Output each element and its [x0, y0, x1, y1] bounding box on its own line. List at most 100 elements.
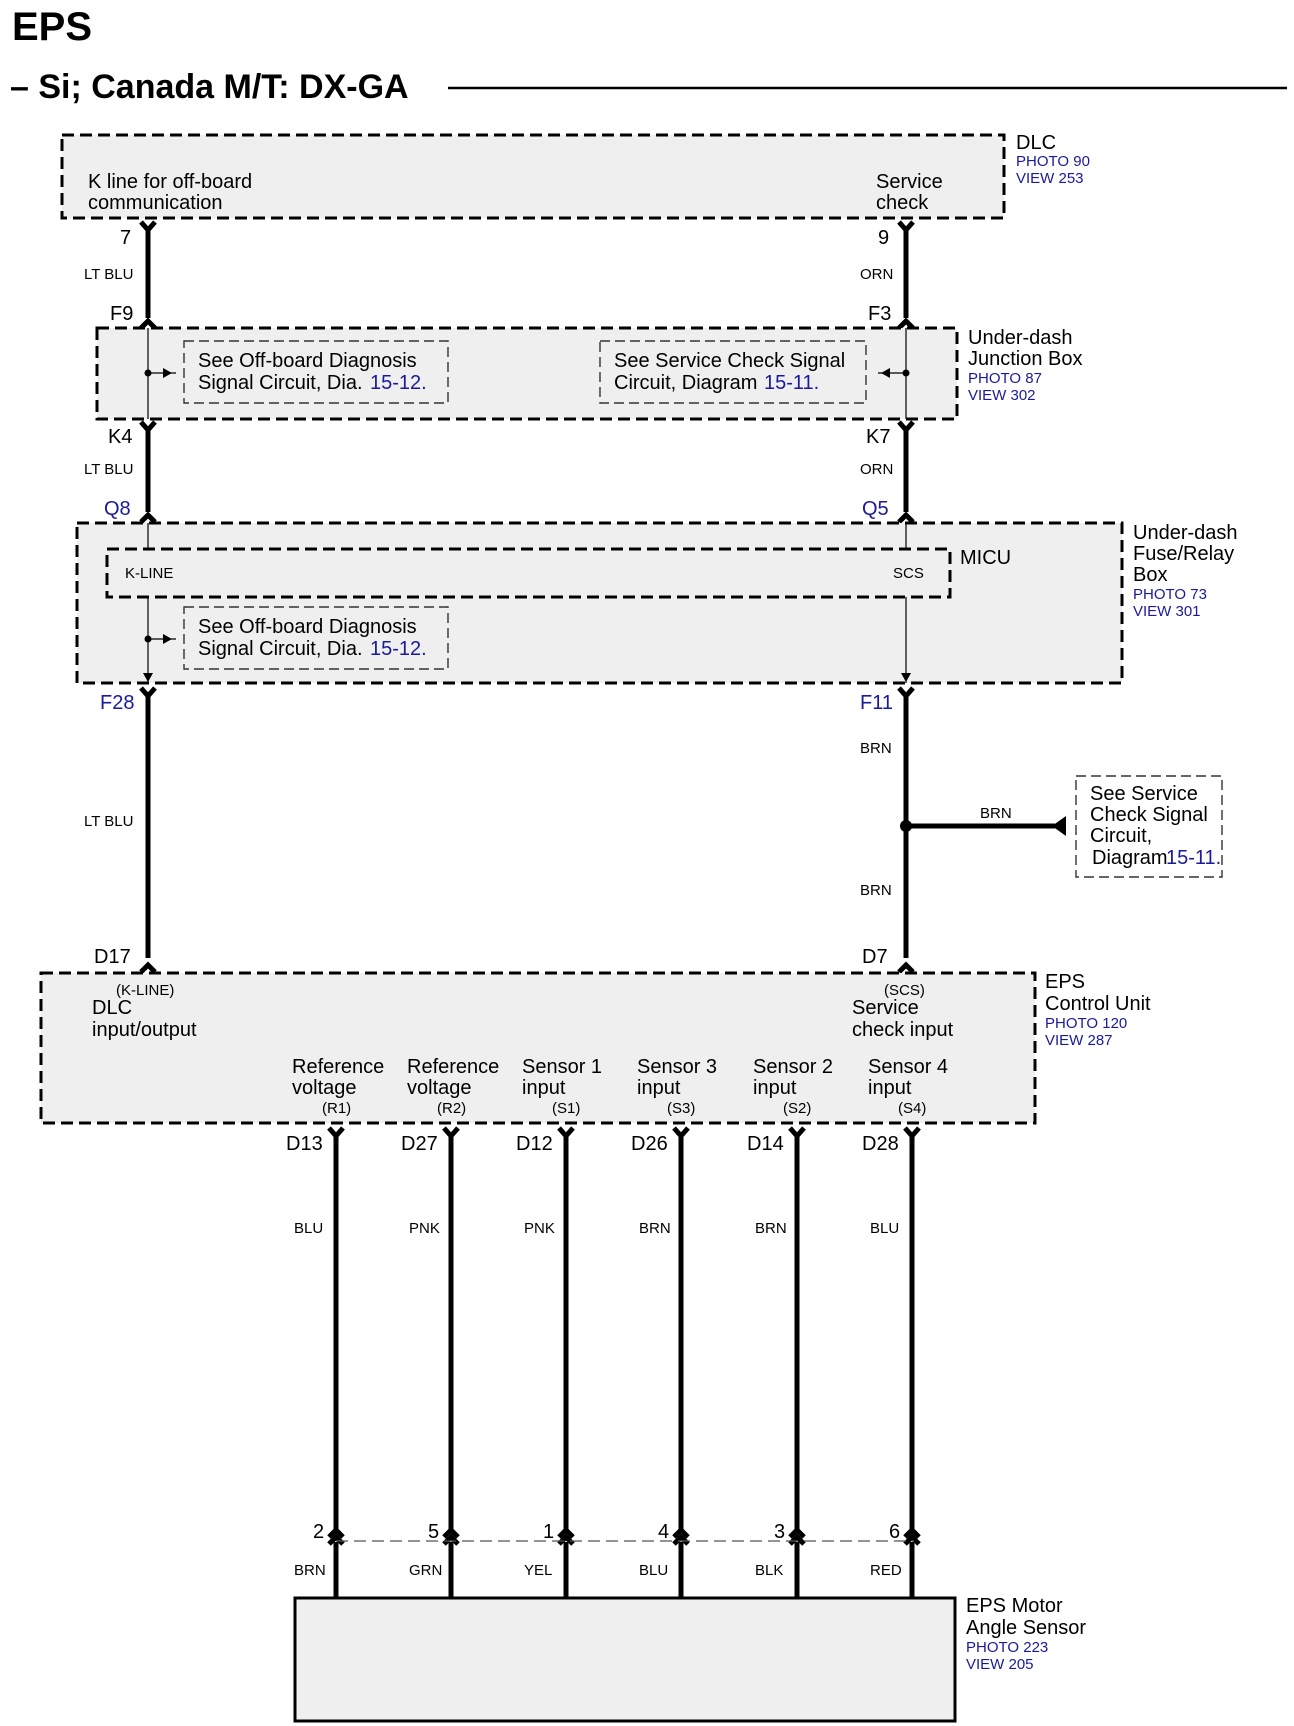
wire-color-label: PNK	[409, 1220, 440, 1237]
junction-arrow-right	[881, 368, 890, 378]
terminal-label: Sensor 1	[522, 1056, 602, 1078]
motor-pin: 6	[889, 1521, 900, 1543]
terminal-tag: (R1)	[322, 1100, 351, 1117]
wire-label-brn-2: BRN	[860, 882, 892, 899]
motor-view-ref[interactable]: VIEW 205	[966, 1656, 1034, 1673]
motor-name-2: Angle Sensor	[966, 1617, 1086, 1639]
ecu-name: EPS	[1045, 971, 1085, 993]
motor-wire-color-label: YEL	[524, 1562, 552, 1579]
dlc-service-label: Service	[876, 171, 943, 193]
fuse-tap-arrow	[163, 634, 172, 644]
junction-pin-f3: F3	[868, 303, 891, 325]
fuse-name: Under-dash	[1133, 522, 1238, 544]
wire-color-label: BRN	[639, 1220, 671, 1237]
ecu-pin: D13	[286, 1133, 323, 1155]
wire-color-label: BLU	[294, 1220, 323, 1237]
micu-name: MICU	[960, 547, 1011, 569]
junction-photo-ref[interactable]: PHOTO 87	[968, 370, 1042, 387]
junction-view-ref[interactable]: VIEW 302	[968, 387, 1036, 404]
motor-pin-connector-bottom	[557, 1533, 575, 1546]
motor-pin-connector-top	[788, 1526, 806, 1539]
junction-note-left-2: Signal Circuit, Dia.	[198, 372, 363, 394]
junction-pin-k7: K7	[866, 426, 890, 448]
motor-pin-connector-bottom	[327, 1533, 345, 1546]
dlc-pin-7: 7	[120, 227, 131, 249]
fuse-pin-f11: F11	[860, 692, 893, 714]
motor-pin-connector-top	[672, 1526, 690, 1539]
junction-box	[95, 326, 959, 421]
terminal-label-2: input	[637, 1077, 681, 1099]
micu-scs-label: SCS	[893, 565, 924, 582]
ecu-pin: D14	[747, 1133, 784, 1155]
ecu-view-ref[interactable]: VIEW 287	[1045, 1032, 1113, 1049]
dlc-view-ref[interactable]: VIEW 253	[1016, 170, 1084, 187]
fuse-photo-ref[interactable]: PHOTO 73	[1133, 586, 1207, 603]
ecu-service-label-2: check input	[852, 1019, 954, 1041]
junction-note-left-ref[interactable]: 15-12.	[370, 372, 427, 394]
wire-label-orn-2: ORN	[860, 461, 893, 478]
wire-color-label: BLU	[870, 1220, 899, 1237]
fuse-note-ref[interactable]: 15-12.	[370, 638, 427, 660]
terminal-tag: (R2)	[437, 1100, 466, 1117]
terminal-tag: (S2)	[783, 1100, 811, 1117]
side-note-2: Check Signal	[1090, 804, 1208, 826]
terminal-label-2: input	[522, 1077, 566, 1099]
terminal-label: Reference	[407, 1056, 499, 1078]
junction-name-2: Junction Box	[968, 348, 1083, 370]
fuse-pin-q8: Q8	[104, 498, 131, 520]
connector-d17	[139, 961, 157, 974]
terminal-tag: (S4)	[898, 1100, 926, 1117]
wire-label-lt-blu-1: LT BLU	[84, 266, 133, 283]
fuse-name-2: Fuse/Relay	[1133, 543, 1234, 565]
side-note-4: Diagram	[1092, 847, 1168, 869]
wire-label-orn-1: ORN	[860, 266, 893, 283]
junction-note-right-ref[interactable]: 15-11.	[764, 372, 819, 394]
motor-pin-connector-bottom	[788, 1533, 806, 1546]
terminal-label-2: voltage	[292, 1077, 357, 1099]
wire-label-lt-blu-3: LT BLU	[84, 813, 133, 830]
motor-wire-color-label: BLK	[755, 1562, 783, 1579]
fuse-pin-q5: Q5	[862, 498, 889, 520]
micu-box	[105, 547, 952, 599]
terminal-label: Sensor 3	[637, 1056, 717, 1078]
wire-label-lt-blu-2: LT BLU	[84, 461, 133, 478]
motor-wire-color-label: BRN	[294, 1562, 326, 1579]
side-note-box	[1075, 775, 1223, 878]
connector-f9	[139, 317, 157, 330]
motor-pin-connector-top	[442, 1526, 460, 1539]
motor-pin: 3	[774, 1521, 785, 1543]
fuse-view-ref[interactable]: VIEW 301	[1133, 603, 1201, 620]
ecu-box	[39, 971, 1037, 1125]
motor-pin-connector-top	[557, 1526, 575, 1539]
ecu-dlc-label-2: input/output	[92, 1019, 197, 1041]
dlc-photo-ref[interactable]: PHOTO 90	[1016, 153, 1090, 170]
motor-pin: 4	[658, 1521, 669, 1543]
terminal-tag: (S1)	[552, 1100, 580, 1117]
junction-note-right: See Service Check Signal	[614, 350, 845, 372]
side-note: See Service	[1090, 783, 1198, 805]
wire-label-brn-branch: BRN	[980, 805, 1012, 822]
motor-pin-connector-bottom	[903, 1533, 921, 1546]
page-title: EPS	[12, 5, 92, 49]
ecu-service-label: Service	[852, 997, 919, 1019]
motor-photo-ref[interactable]: PHOTO 223	[966, 1639, 1048, 1656]
junction-pin-f9: F9	[110, 303, 133, 325]
junction-pin-k4: K4	[108, 426, 132, 448]
ecu-name-2: Control Unit	[1045, 993, 1151, 1015]
wire-color-label: BRN	[755, 1220, 787, 1237]
side-note-ref[interactable]: 15-11.	[1166, 847, 1221, 869]
ecu-terminal-group: Referencevoltage(R1)D13BLU2BRNR1Referenc…	[286, 1056, 948, 1624]
junction-name: Under-dash	[968, 327, 1073, 349]
ecu-photo-ref[interactable]: PHOTO 120	[1045, 1015, 1127, 1032]
junction-note-right-box	[599, 340, 867, 404]
dlc-service-label-2: check	[876, 192, 929, 214]
ecu-pin: D26	[631, 1133, 668, 1155]
micu-kline-label: K-LINE	[125, 565, 173, 582]
dlc-kline-label-2: communication	[88, 192, 223, 214]
terminal-label: Sensor 4	[868, 1056, 948, 1078]
motor-box	[293, 1596, 957, 1723]
connector-f3	[897, 317, 915, 330]
motor-pin-connector-top	[327, 1526, 345, 1539]
terminal-tag: (S3)	[667, 1100, 695, 1117]
